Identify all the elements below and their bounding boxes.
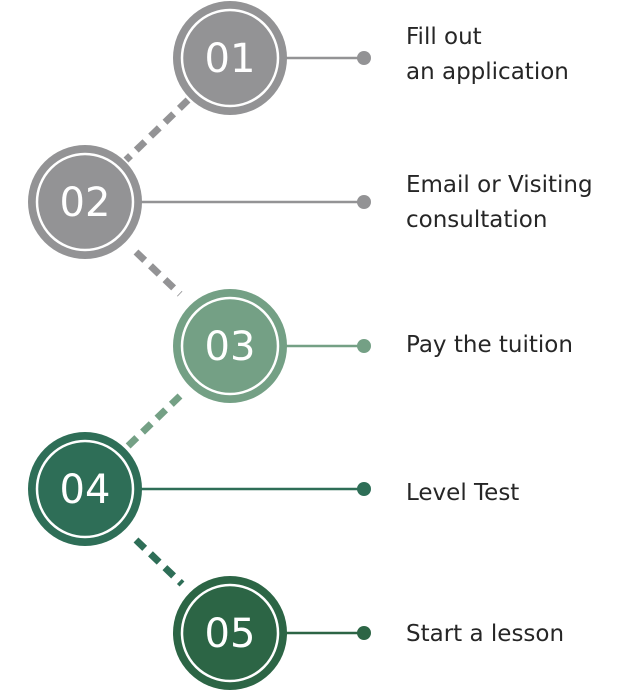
step-label-03: Pay the tuition	[406, 332, 573, 358]
step-number-03: 03	[205, 324, 256, 370]
step-label-05: Start a lesson	[406, 621, 565, 647]
step-number-04: 04	[60, 467, 111, 513]
connector-01-02	[123, 97, 191, 163]
step-number-05: 05	[205, 611, 256, 657]
step-circle-03: 03	[173, 289, 287, 403]
step-label-04: Level Test	[406, 480, 520, 506]
connector-03-04	[123, 393, 183, 451]
connector-02-03	[133, 249, 183, 297]
step-number-01: 01	[205, 36, 256, 82]
leader-02	[141, 195, 371, 209]
step-circle-05: 05	[173, 576, 287, 690]
step-label-01: Fill out an application	[406, 24, 569, 85]
step-label-02: Email or Visiting consultation	[406, 172, 593, 233]
leader-04	[141, 482, 371, 496]
step-circle-01: 01	[173, 1, 287, 115]
leader-01	[286, 51, 371, 65]
leader-05	[286, 626, 371, 640]
connector-04-05	[133, 537, 185, 587]
leader-03	[286, 339, 371, 353]
step-circle-04: 04	[28, 432, 142, 546]
step-number-02: 02	[60, 180, 111, 226]
step-circle-02: 02	[28, 145, 142, 259]
